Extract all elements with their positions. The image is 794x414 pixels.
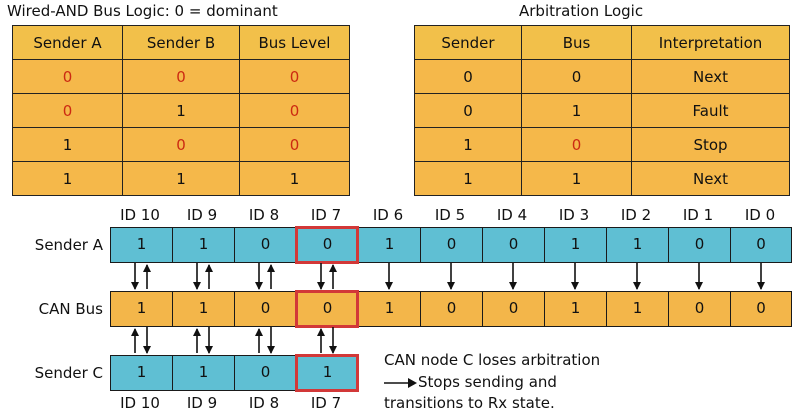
sender-a-bit: 0 bbox=[234, 227, 297, 263]
table-header-row: Sender Bus Interpretation bbox=[414, 25, 790, 60]
table-cell: 1 bbox=[239, 161, 350, 196]
sender-a-bit: 1 bbox=[358, 227, 421, 263]
row-label-can-bus: CAN Bus bbox=[38, 300, 103, 318]
sender-c-bit: 0 bbox=[234, 355, 297, 391]
wired-and-table: Sender A Sender B Bus Level 0 0 0 0 1 0 … bbox=[12, 25, 350, 196]
arrow-pair-c-bus-col2 bbox=[255, 327, 275, 354]
arrow-pair-c-bus-col1 bbox=[193, 327, 213, 354]
id-label-top: ID 2 bbox=[620, 206, 652, 224]
arbitration-table: Sender Bus Interpretation 0 0 Next 0 1 F… bbox=[414, 25, 790, 196]
can-bus-bit: 0 bbox=[234, 291, 297, 327]
header-bus-level: Bus Level bbox=[239, 25, 350, 60]
id-label-bottom: ID 8 bbox=[248, 394, 280, 412]
id-label-top: ID 9 bbox=[186, 206, 218, 224]
header-sender-b: Sender B bbox=[122, 25, 240, 60]
header-interpretation: Interpretation bbox=[631, 25, 790, 60]
table-cell: Next bbox=[631, 161, 790, 196]
arbitration-title: Arbitration Logic bbox=[519, 2, 644, 20]
table-cell: 1 bbox=[12, 127, 123, 162]
table-cell: 1 bbox=[414, 161, 522, 196]
note-line2-text: Stops sending and bbox=[418, 373, 557, 391]
header-sender: Sender bbox=[414, 25, 522, 60]
table-cell: 0 bbox=[521, 59, 632, 94]
arrow-pair-c-bus-col3 bbox=[317, 327, 337, 354]
can-bus-bit: 0 bbox=[730, 291, 792, 327]
sender-a-bit: 1 bbox=[172, 227, 235, 263]
highlight-frame-sender-c bbox=[295, 354, 359, 392]
sender-a-bit: 0 bbox=[420, 227, 483, 263]
id-label-top: ID 4 bbox=[496, 206, 528, 224]
id-label-top: ID 5 bbox=[434, 206, 466, 224]
can-bus-bit: 1 bbox=[606, 291, 669, 327]
id-label-top: ID 3 bbox=[558, 206, 590, 224]
header-sender-a: Sender A bbox=[12, 25, 123, 60]
table-cell: 1 bbox=[414, 127, 522, 162]
table-cell: Stop bbox=[631, 127, 790, 162]
can-bus-bit: 1 bbox=[544, 291, 607, 327]
table-row: 0 0 Next bbox=[414, 59, 790, 94]
table-cell: 0 bbox=[521, 127, 632, 162]
header-bus: Bus bbox=[521, 25, 632, 60]
arbitration-note-line1: CAN node C loses arbitration bbox=[384, 351, 601, 369]
wired-and-title: Wired-AND Bus Logic: 0 = dominant bbox=[7, 2, 278, 20]
id-label-bottom: ID 7 bbox=[310, 394, 342, 412]
row-label-sender-c: Sender C bbox=[34, 364, 103, 382]
table-row: 1 0 Stop bbox=[414, 127, 790, 162]
table-cell: 1 bbox=[521, 93, 632, 128]
arrow-pair-a-bus-col2 bbox=[255, 263, 275, 290]
sender-a-bit: 0 bbox=[482, 227, 545, 263]
can-bus-bit: 1 bbox=[110, 291, 173, 327]
table-cell: 0 bbox=[122, 59, 240, 94]
table-cell: Fault bbox=[631, 93, 790, 128]
id-label-top: ID 1 bbox=[682, 206, 714, 224]
table-row: 1 0 0 bbox=[12, 127, 350, 162]
table-row: 0 0 0 bbox=[12, 59, 350, 94]
table-cell: 0 bbox=[12, 93, 123, 128]
sender-a-bit: 1 bbox=[606, 227, 669, 263]
table-cell: 1 bbox=[521, 161, 632, 196]
id-label-top: ID 7 bbox=[310, 206, 342, 224]
table-cell: 0 bbox=[414, 59, 522, 94]
row-label-sender-a: Sender A bbox=[34, 236, 103, 254]
can-bus-bit: 0 bbox=[420, 291, 483, 327]
right-arrow-icon bbox=[384, 377, 417, 388]
table-cell: 1 bbox=[122, 161, 240, 196]
table-cell: 0 bbox=[12, 59, 123, 94]
table-header-row: Sender A Sender B Bus Level bbox=[12, 25, 350, 60]
table-row: 0 1 0 bbox=[12, 93, 350, 128]
arbitration-note-line3: transitions to Rx state. bbox=[384, 394, 555, 412]
sender-a-bit: 0 bbox=[730, 227, 792, 263]
arrow-pair-a-bus-col0 bbox=[131, 263, 151, 290]
table-row: 1 1 1 bbox=[12, 161, 350, 196]
id-label-top: ID 0 bbox=[744, 206, 776, 224]
sender-a-bit: 0 bbox=[668, 227, 731, 263]
table-row: 1 1 Next bbox=[414, 161, 790, 196]
arbitration-note-line2: Stops sending and bbox=[384, 372, 557, 392]
id-label-bottom: ID 10 bbox=[120, 394, 160, 412]
arrow-pair-a-bus-col1 bbox=[193, 263, 213, 290]
highlight-frame-sender-a bbox=[295, 226, 359, 264]
arrow-pair-a-bus-col3 bbox=[317, 263, 337, 290]
id-label-top: ID 10 bbox=[120, 206, 160, 224]
can-bus-bit: 1 bbox=[172, 291, 235, 327]
table-cell: 1 bbox=[12, 161, 123, 196]
arrow-pair-c-bus-col0 bbox=[131, 327, 151, 354]
sender-a-bit: 1 bbox=[544, 227, 607, 263]
id-label-bottom: ID 9 bbox=[186, 394, 218, 412]
id-label-top: ID 8 bbox=[248, 206, 280, 224]
sender-c-bit: 1 bbox=[110, 355, 173, 391]
table-cell: 0 bbox=[239, 127, 350, 162]
highlight-frame-can-bus bbox=[295, 290, 359, 328]
id-label-top: ID 6 bbox=[372, 206, 404, 224]
